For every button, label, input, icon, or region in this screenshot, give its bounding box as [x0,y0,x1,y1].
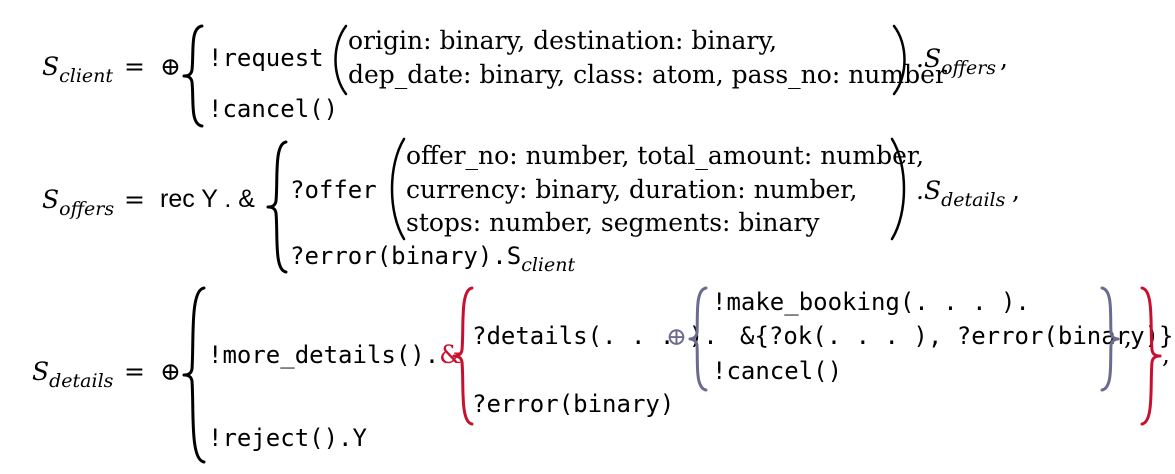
ok-error-choice: &{?ok(. . . ), ?error(binary)}, [740,322,1175,350]
request-params-line-1: origin: binary, destination: binary, [348,26,778,55]
inner-oplus-operator: ⊕ [666,322,687,351]
left-brace [266,140,288,274]
error-client-label: ?error(binary).Sclient [290,242,576,276]
left-brace [182,24,204,128]
internal-choice-left-brace [688,286,708,392]
left-brace [182,286,206,464]
request-label: !request [208,44,324,72]
oplus-operator: ⊕ [160,52,181,81]
lhs-s-details: Sdetails [32,357,114,392]
comma: , [1124,322,1132,351]
left-paren [334,24,348,96]
reject-label: !reject().Y [208,424,367,452]
rec-y-branch: rec Y . & [160,185,255,213]
external-choice-right-brace [1140,286,1162,426]
error-binary-label: ?error(binary) [472,390,675,418]
offer-params-line-1: offer_no: number, total_amount: number, [406,141,925,170]
equals-sign: = [124,185,145,214]
lhs-s-offers: Soffers [42,185,115,220]
details-label: ?details(. . . ). [472,322,718,350]
continuation-s-details: .Sdetails [916,176,1006,211]
right-paren [890,137,906,241]
make-booking-label: !make_booking(. . . ). [712,288,1030,316]
left-paren [390,137,406,241]
external-choice-left-brace [452,286,474,426]
request-params-line-2: dep_date: binary, class: atom, pass_no: … [348,60,947,89]
oplus-operator: ⊕ [160,357,181,386]
offer-label: ?offer [290,176,377,204]
internal-choice-right-brace [1100,286,1120,392]
right-paren [892,24,906,96]
comma: , [1162,340,1170,369]
more-details-label: !more_details().& [208,340,462,369]
continuation-s-offers: .Soffers [916,44,997,79]
equals-sign: = [124,52,145,81]
cancel-label: !cancel() [712,357,843,385]
comma: , [1012,176,1020,205]
cancel-label: !cancel() [208,95,339,123]
offer-params-line-3: stops: number, segments: binary [406,208,820,237]
equals-sign: = [124,357,145,386]
offer-params-line-2: currency: binary, duration: number, [406,175,858,204]
lhs-s-client: Sclient [42,52,114,87]
comma: , [1000,44,1008,73]
